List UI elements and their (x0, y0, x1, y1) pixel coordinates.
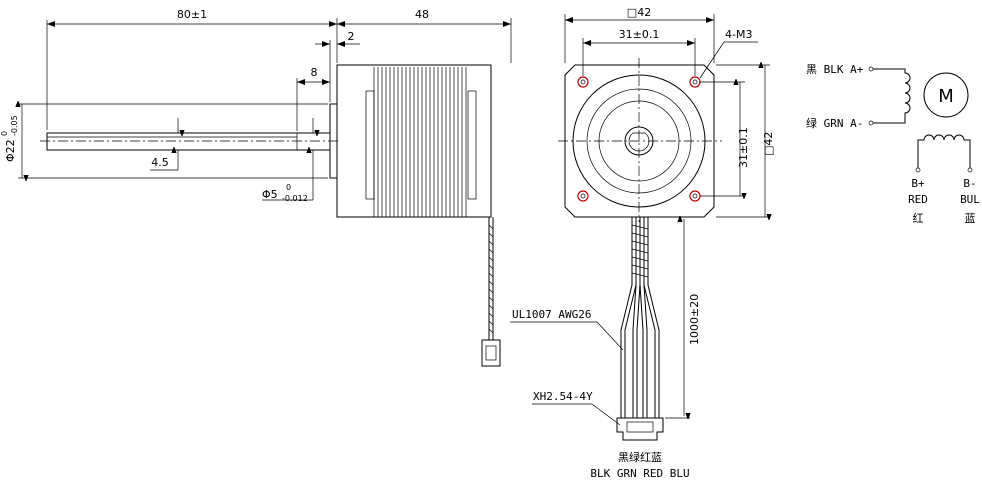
motor-symbol-circle (923, 72, 969, 118)
mount-holes-label: 4-M3 (725, 28, 752, 41)
coil-a (873, 68, 911, 124)
dim-flange-offset: 2 (348, 30, 355, 43)
connector-label: XH2.54-4Y (533, 390, 593, 403)
dim-flat-depth: 4.5 (151, 156, 169, 169)
side-view: 80±1 48 2 8 4.5 Φ22 0 -0.05 Φ (0, 8, 512, 367)
dim-frame-size-top: □42 (627, 6, 651, 19)
wire-colors-cn: 黑绿红蓝 (618, 450, 662, 464)
dim-flat-length: 8 (311, 66, 318, 79)
svg-text:0: 0 (0, 131, 9, 136)
front-frame-outline (564, 64, 715, 218)
b-minus-color: BUL (960, 193, 980, 206)
dim-shaft-diameter: Φ5 0 -0.012 (262, 183, 308, 203)
b-minus-cn: 蓝 (965, 212, 976, 225)
front-view: □42 31±0.1 4-M3 31±0.1 □42 (510, 6, 775, 480)
dim-shaft-length: 80±1 (177, 8, 207, 21)
b-minus-label: B- (963, 177, 976, 190)
b-plus-label: B+ (911, 177, 925, 190)
svg-text:-0.05: -0.05 (10, 115, 19, 136)
a-plus-label: 黑 BLK A+ (806, 63, 864, 76)
lead-wires (620, 217, 660, 418)
a-minus-label: 绿 GRN A- (806, 116, 863, 130)
front-connector (616, 417, 664, 441)
svg-text:Φ22: Φ22 (4, 139, 17, 162)
dim-body-length: 48 (415, 8, 429, 21)
lamination-lines (365, 67, 477, 217)
b-plus-color: RED (908, 193, 928, 206)
dim-hole-spacing-v: 31±0.1 (737, 127, 750, 168)
svg-text:-0.012: -0.012 (282, 194, 308, 203)
wiring-schematic: 黑 BLK A+ 绿 GRN A- M B+ RED 红 B- BUL 蓝 (806, 63, 980, 225)
svg-text:Φ5: Φ5 (262, 188, 278, 201)
dim-hole-spacing-h: 31±0.1 (619, 28, 660, 41)
cable-spec-label: UL1007 AWG26 (512, 308, 591, 321)
motor-symbol-letter: M (938, 86, 954, 107)
coil-b (917, 134, 971, 168)
dim-cable-length: 1000±20 (688, 294, 701, 345)
dim-frame-size-side: □42 (762, 132, 775, 156)
shaft-outline (46, 132, 331, 151)
svg-text:0: 0 (286, 183, 291, 192)
b-plus-cn: 红 (913, 212, 924, 225)
dim-boss-diameter: Φ22 0 -0.05 (0, 115, 19, 162)
side-connector (481, 339, 501, 367)
wire-colors-en: BLK GRN RED BLU (590, 467, 689, 480)
